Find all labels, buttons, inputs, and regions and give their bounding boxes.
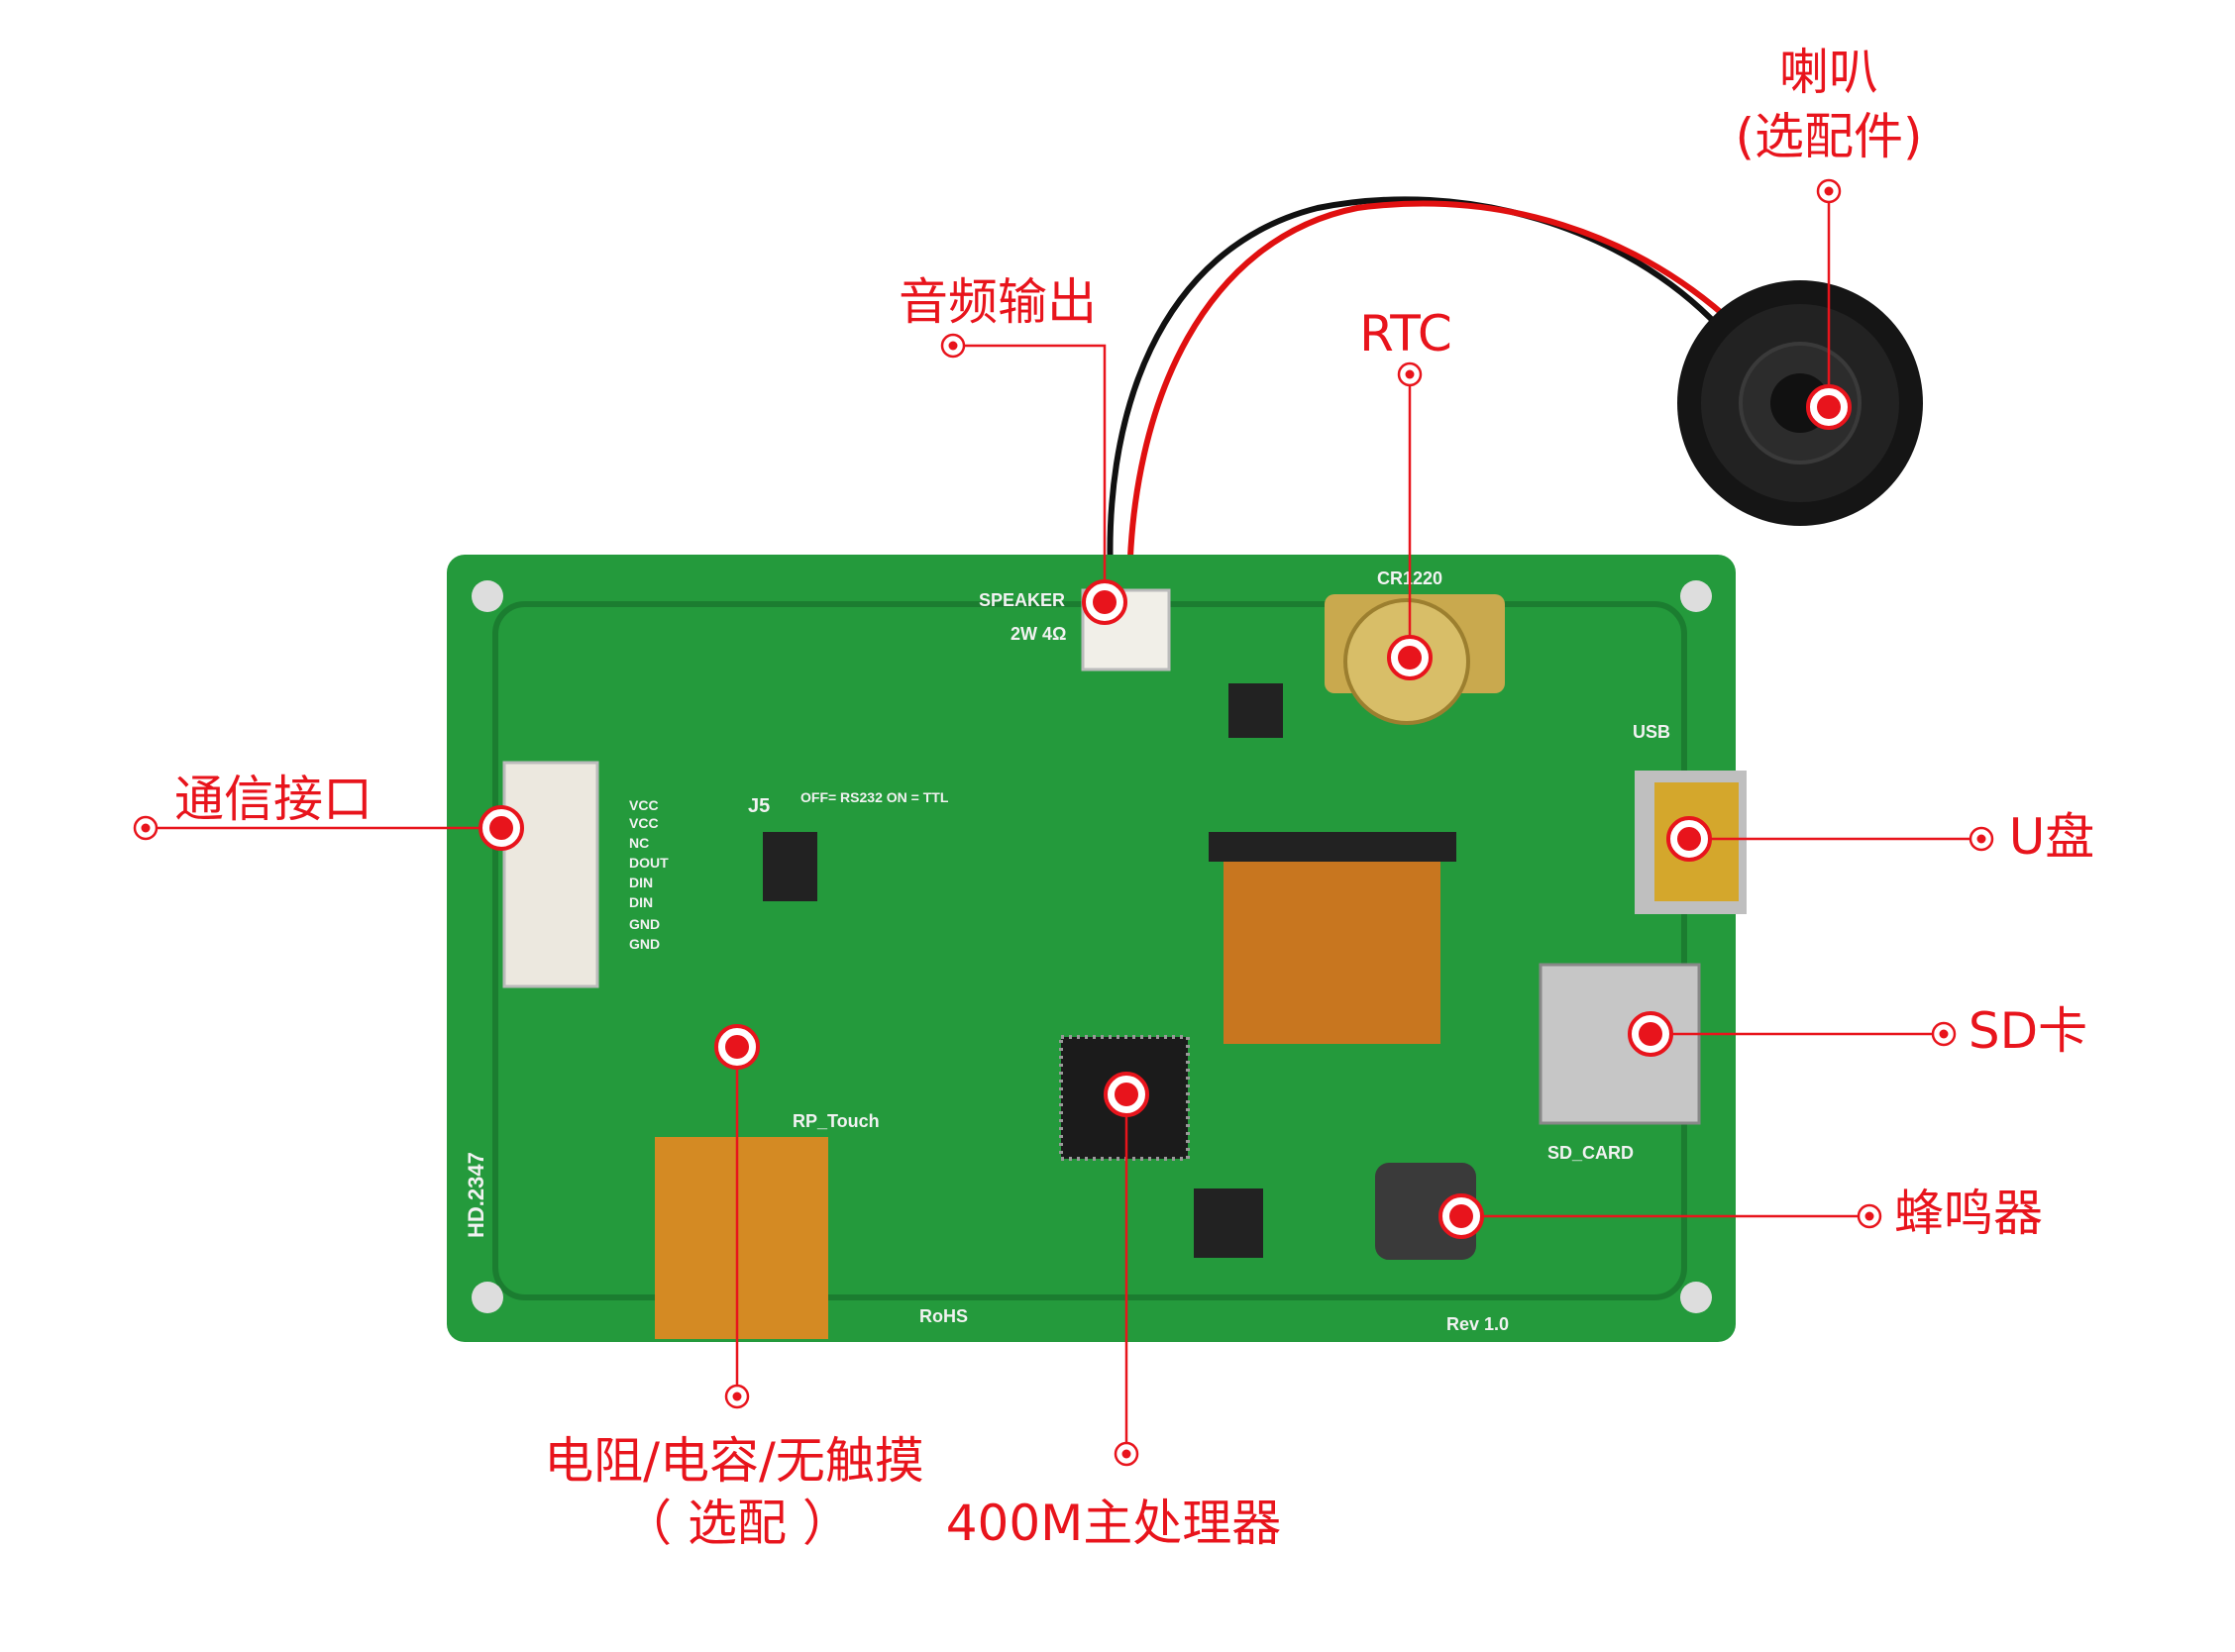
marker-audio	[1082, 579, 1127, 625]
label-sd-card: SD卡	[1968, 1002, 2088, 1060]
svg-text:VCC: VCC	[629, 815, 659, 831]
marker-cpu	[1104, 1072, 1149, 1117]
label-speaker: 喇叭	[1779, 44, 1878, 101]
svg-text:GND: GND	[629, 936, 660, 952]
label-comm-interface: 通信接口	[174, 771, 372, 828]
marker-rtc	[1387, 635, 1433, 680]
silk-speaker-spec: 2W 4Ω	[1011, 624, 1066, 644]
silk-usb: USB	[1633, 722, 1670, 742]
label-cpu: 400M主处理器	[945, 1495, 1282, 1552]
silk-sd: SD_CARD	[1547, 1143, 1634, 1163]
marker-buzzer	[1438, 1193, 1484, 1239]
callout-lines	[146, 191, 1981, 1454]
svg-text:NC: NC	[629, 835, 649, 851]
marker-sd	[1628, 1011, 1673, 1057]
marker-usb	[1666, 816, 1712, 862]
silk-speaker: SPEAKER	[979, 590, 1065, 610]
red-speaker-wire	[1126, 200, 1726, 595]
lcd-ribbon-cable	[1209, 832, 1456, 1044]
callout-markers	[479, 384, 1852, 1239]
speaker	[1677, 280, 1923, 526]
label-buzzer: 蜂鸣器	[1894, 1185, 2043, 1242]
label-speaker-sub: (选配件)	[1735, 108, 1923, 165]
svg-text:GND: GND	[629, 916, 660, 932]
svg-text:DIN: DIN	[629, 875, 653, 890]
label-touch-option: 电阻/电容/无触摸	[544, 1432, 924, 1490]
label-rtc: RTC	[1359, 305, 1452, 362]
label-audio-out: 音频输出	[899, 273, 1097, 331]
usb-port	[1635, 771, 1747, 914]
silk-j5: J5	[748, 795, 770, 817]
svg-text:VCC: VCC	[629, 797, 659, 813]
silk-model: HD.2347	[464, 1152, 488, 1238]
silk-mode: OFF= RS232 ON = TTL	[800, 789, 949, 805]
touch-flex	[655, 1137, 828, 1339]
callout-end-dots	[133, 178, 1994, 1467]
pcb-board: SPEAKER 2W 4Ω CR1220 USB SD_CARD RP_Touc…	[447, 555, 1747, 1342]
svg-text:DIN: DIN	[629, 894, 653, 910]
svg-text:DOUT: DOUT	[629, 855, 669, 871]
silk-pin-labels: VCC VCC NC DOUT DIN DIN GND GND	[629, 797, 669, 952]
marker-comm	[479, 805, 524, 851]
label-touch-option-sub: （ 选配 ）	[622, 1495, 852, 1552]
comm-connector	[502, 761, 599, 988]
silk-rohs: RoHS	[919, 1306, 968, 1326]
silk-rp-touch: RP_Touch	[793, 1111, 880, 1131]
black-speaker-wire	[1107, 196, 1722, 595]
silk-rev: Rev 1.0	[1446, 1314, 1509, 1334]
marker-touch	[714, 1024, 760, 1070]
sd-card-slot	[1539, 963, 1701, 1125]
label-usb-disk: U盘	[2008, 808, 2095, 866]
marker-speaker	[1806, 384, 1852, 430]
